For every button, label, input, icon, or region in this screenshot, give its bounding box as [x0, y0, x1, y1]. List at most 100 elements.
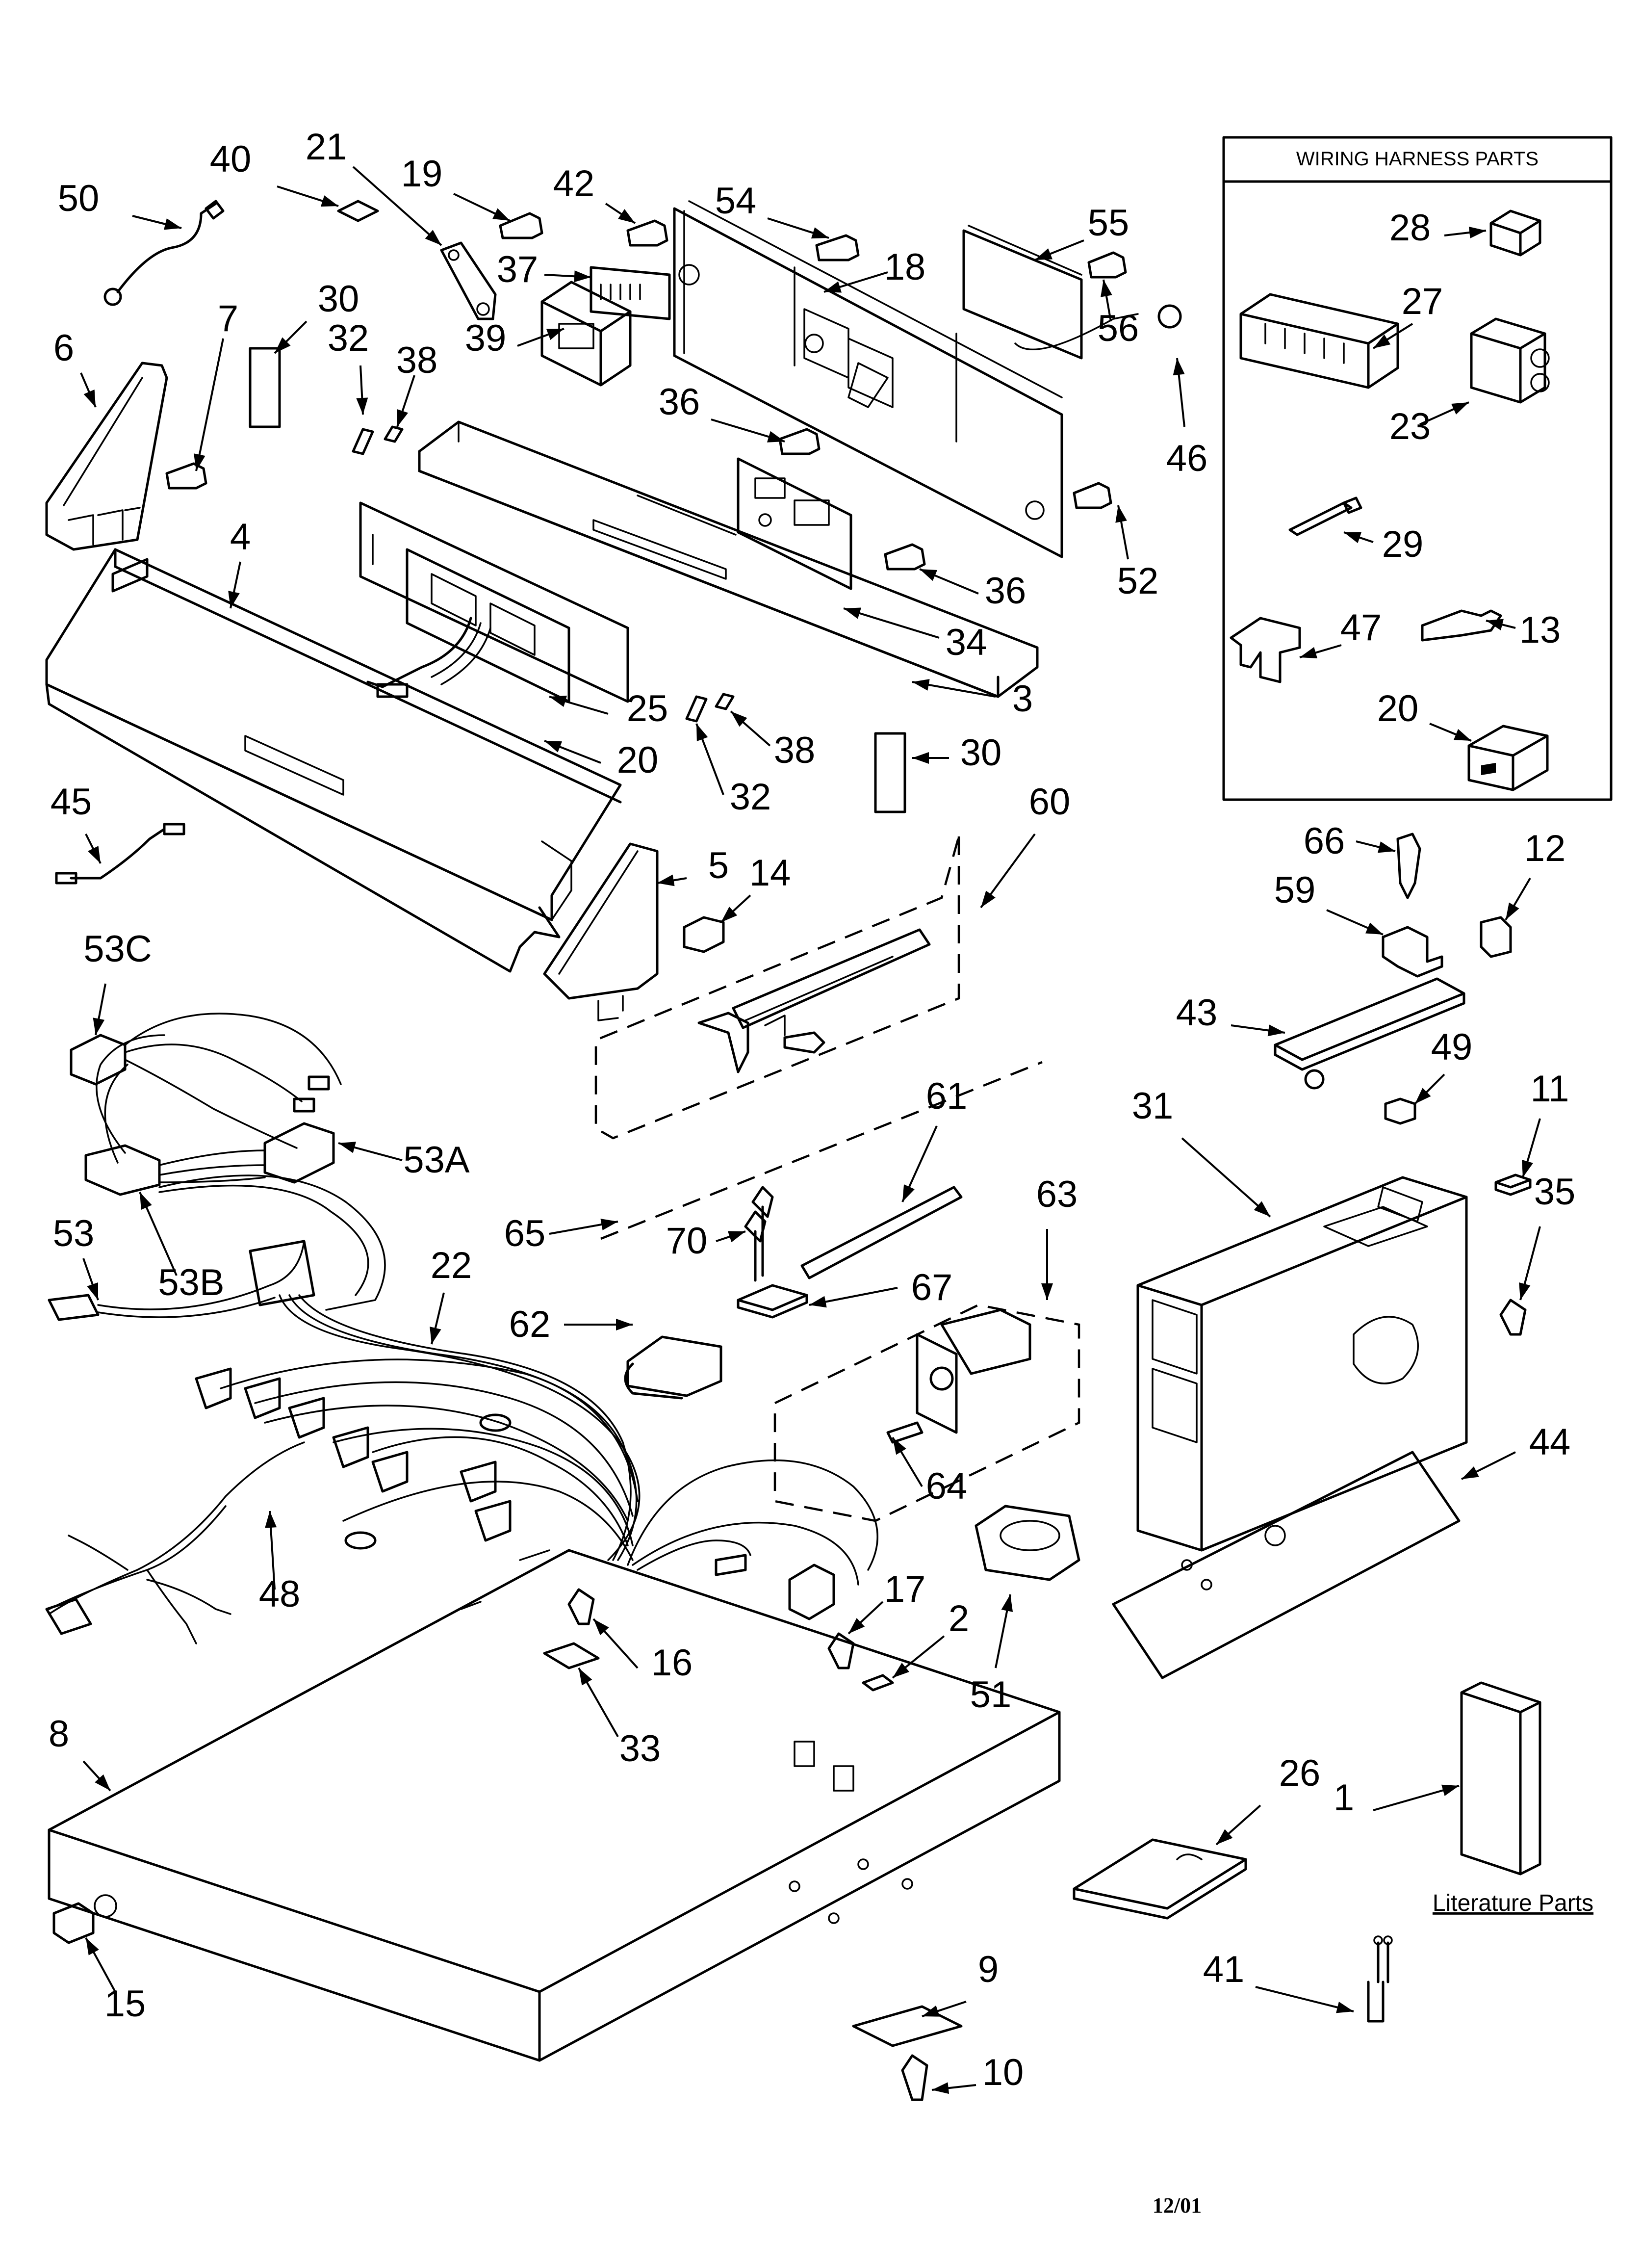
part-48-harness [45, 1441, 305, 1644]
arrowhead [1115, 505, 1127, 523]
callout-number: 8 [49, 1713, 69, 1755]
arrowhead [902, 1184, 915, 1202]
part-22-main-harness [195, 1240, 878, 1620]
arrowhead [721, 907, 738, 922]
callout-62: 62 [509, 1303, 633, 1345]
arrowhead [1300, 647, 1318, 658]
callout-number: 38 [774, 730, 816, 771]
arrowhead [1451, 402, 1469, 415]
callout-number: 15 [104, 1983, 146, 2025]
arrowhead [1441, 1784, 1459, 1796]
arrowhead [844, 607, 862, 619]
callout-29: 29 [1343, 523, 1423, 565]
part-43-plate [1274, 977, 1465, 1090]
callout-number: 41 [1203, 1949, 1245, 1990]
callout-number: 31 [1132, 1085, 1174, 1127]
arrowhead [579, 1668, 592, 1686]
part-9-bracket [852, 2005, 963, 2047]
arrowhead [546, 329, 564, 340]
part-33-clip [543, 1642, 600, 1669]
callout-23: 23 [1389, 401, 1469, 447]
callout-41: 41 [1203, 1949, 1354, 2013]
callout-number: 70 [666, 1220, 708, 1262]
callout-35: 35 [1519, 1171, 1575, 1301]
callout-50: 50 [58, 178, 182, 230]
arrowhead [1267, 1024, 1285, 1037]
part-51-cup [975, 1505, 1080, 1581]
callout-26: 26 [1215, 1752, 1321, 1846]
callout-36a: 36 [659, 381, 785, 443]
callout-16: 16 [592, 1618, 693, 1684]
arrowhead [338, 1142, 356, 1153]
part-30-label [249, 347, 281, 428]
callout-8: 8 [49, 1713, 111, 1792]
arrowhead [83, 390, 96, 407]
part-32-pin-lower [685, 695, 708, 723]
callout-number: 17 [884, 1568, 926, 1610]
part-70-screw-b [744, 1210, 767, 1282]
callout-number: 47 [1340, 607, 1382, 649]
part-39-bracket [540, 281, 632, 387]
callout-number: 9 [978, 1949, 999, 1990]
arrowhead [593, 1619, 609, 1636]
callout-number: 27 [1402, 281, 1443, 322]
arrowhead [425, 230, 441, 245]
arrowhead [893, 1437, 906, 1455]
arrowhead [574, 270, 591, 283]
callout-number: 26 [1279, 1752, 1321, 1794]
callout-36b: 36 [919, 568, 1026, 612]
callout-number: 61 [926, 1075, 968, 1117]
callout-number: 22 [431, 1245, 472, 1286]
arrowhead [140, 1192, 152, 1210]
part-21-bracket [440, 241, 497, 320]
part-1-literature [1460, 1681, 1541, 1876]
part-18-console-back-panel [673, 200, 1182, 558]
callout-18: 18 [823, 246, 925, 293]
callout-13: 13 [1486, 609, 1561, 651]
callout-number: 39 [465, 317, 507, 359]
callout-59: 59 [1274, 869, 1384, 936]
part-12-switch [1480, 916, 1512, 958]
part-36-screw-lower [884, 543, 926, 571]
callout-number: 7 [218, 298, 238, 339]
callout-number: 23 [1389, 406, 1431, 447]
callout-number: 20 [617, 739, 659, 781]
callout-31: 31 [1132, 1085, 1271, 1218]
part-34-control-board [737, 457, 852, 590]
callout-28: 28 [1389, 207, 1487, 249]
callout-53C: 53C [83, 928, 152, 1036]
callout-40: 40 [210, 138, 339, 207]
part-40-clip [337, 200, 379, 222]
arrowhead [1041, 1283, 1053, 1300]
part-28-connector [1489, 209, 1541, 257]
arrowhead [848, 1618, 865, 1634]
callout-number: 20 [1377, 688, 1419, 730]
callout-20a: 20 [544, 739, 658, 781]
arrowhead [86, 1938, 99, 1955]
callout-number: 62 [509, 1303, 551, 1345]
arrowhead [265, 1511, 277, 1528]
callout-11: 11 [1522, 1068, 1569, 1178]
callout-37: 37 [497, 249, 591, 290]
arrowhead [1522, 1160, 1534, 1177]
callout-47: 47 [1299, 607, 1382, 658]
part-29-cable-tie [1288, 496, 1362, 536]
part-67-pad [737, 1284, 808, 1319]
part-47-wire-clip [1230, 617, 1301, 683]
part-20-connector [1467, 725, 1549, 791]
part-32-pin [352, 428, 374, 455]
callout-48: 48 [259, 1511, 300, 1615]
part-31-dispenser-housing [1136, 1176, 1468, 1552]
callout-number: 21 [306, 126, 347, 168]
part-2-clip [862, 1674, 894, 1692]
callout-44: 44 [1461, 1421, 1570, 1480]
callout-number: 5 [708, 845, 729, 886]
part-3-console-channel [418, 420, 1039, 698]
part-4-console [45, 548, 622, 973]
arrowhead [194, 453, 205, 471]
callout-33: 33 [578, 1668, 661, 1770]
callout-number: 54 [715, 180, 757, 222]
arrowhead [920, 569, 937, 581]
part-37-switch-board [590, 266, 671, 320]
